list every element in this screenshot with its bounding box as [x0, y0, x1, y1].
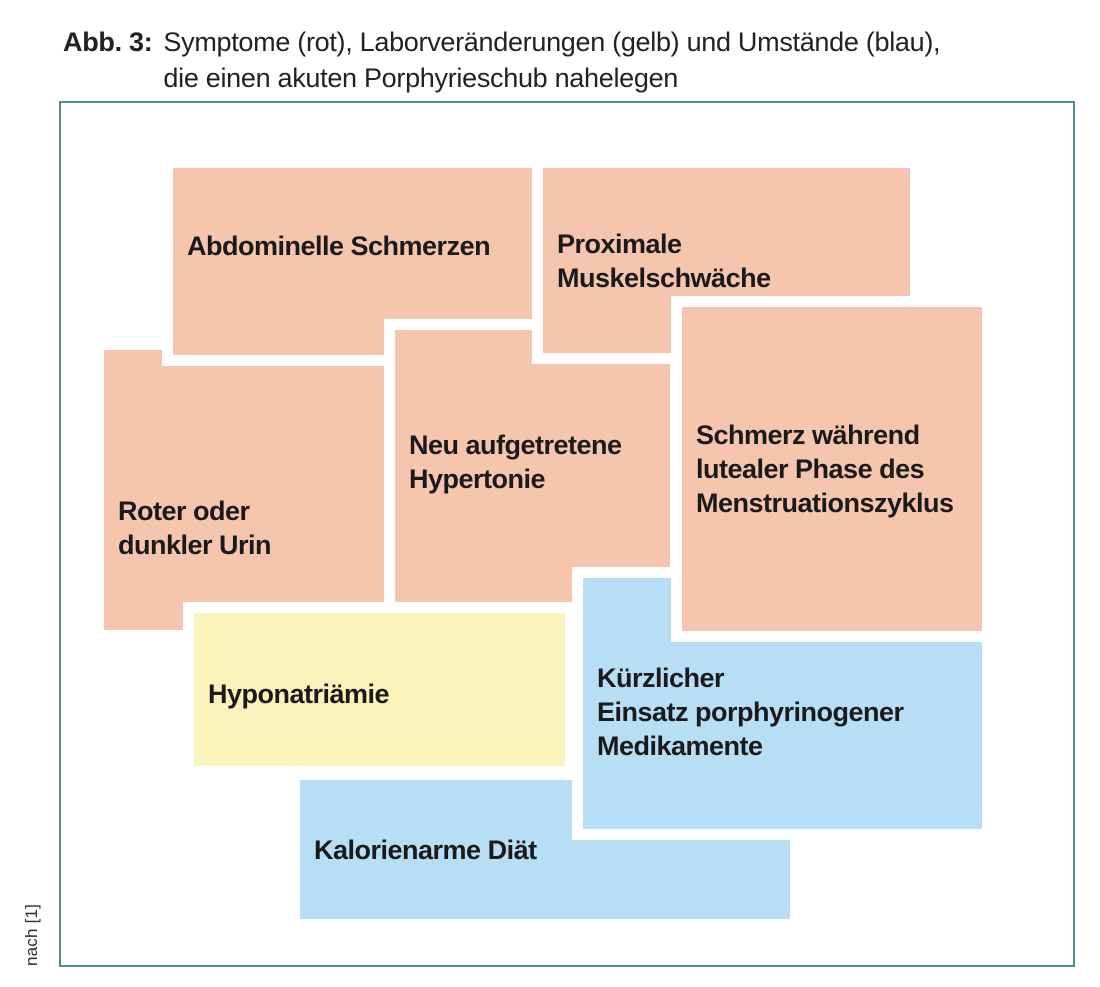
- figure-title: Symptome (rot), Laborveränderungen (gelb…: [163, 24, 940, 96]
- box-label: Neu aufgetretene Hypertonie: [409, 430, 622, 494]
- box-label: Kürzlicher Einsatz porphyrinogener Medik…: [597, 662, 904, 761]
- figure-title-line-1: Symptome (rot), Laborveränderungen (gelb…: [163, 27, 941, 57]
- box-schmerz-luteale-phase: Schmerz während lutealer Phase des Menst…: [682, 307, 982, 631]
- box-abdominelle-schmerzen: Abdominelle Schmerzen: [173, 168, 536, 355]
- box-label: Hyponatriämie: [208, 678, 390, 709]
- figure-label: Abb. 3:: [63, 27, 153, 57]
- box-roter-dunkler-urin: Roter oder dunkler Urin: [104, 350, 390, 630]
- figure-caption: Abb. 3: Symptome (rot), Laborveränderung…: [63, 24, 941, 96]
- source-note: nach [1]: [22, 903, 41, 966]
- box-neu-aufgetretene-hypertonie: Neu aufgetretene Hypertonie: [395, 330, 670, 620]
- figure-title-line-2: die einen akuten Porphyrieschub nahelege…: [163, 63, 679, 93]
- box-label: Kalorienarme Diät: [314, 834, 537, 865]
- box-label: Roter oder dunkler Urin: [118, 496, 272, 560]
- box-hyponatriaemie: Hyponatriämie: [194, 613, 565, 766]
- box-label: Abdominelle Schmerzen: [187, 230, 491, 261]
- box-label: Schmerz während lutealer Phase des Menst…: [696, 420, 954, 518]
- box-label: Proximale Muskelschwäche: [557, 228, 771, 293]
